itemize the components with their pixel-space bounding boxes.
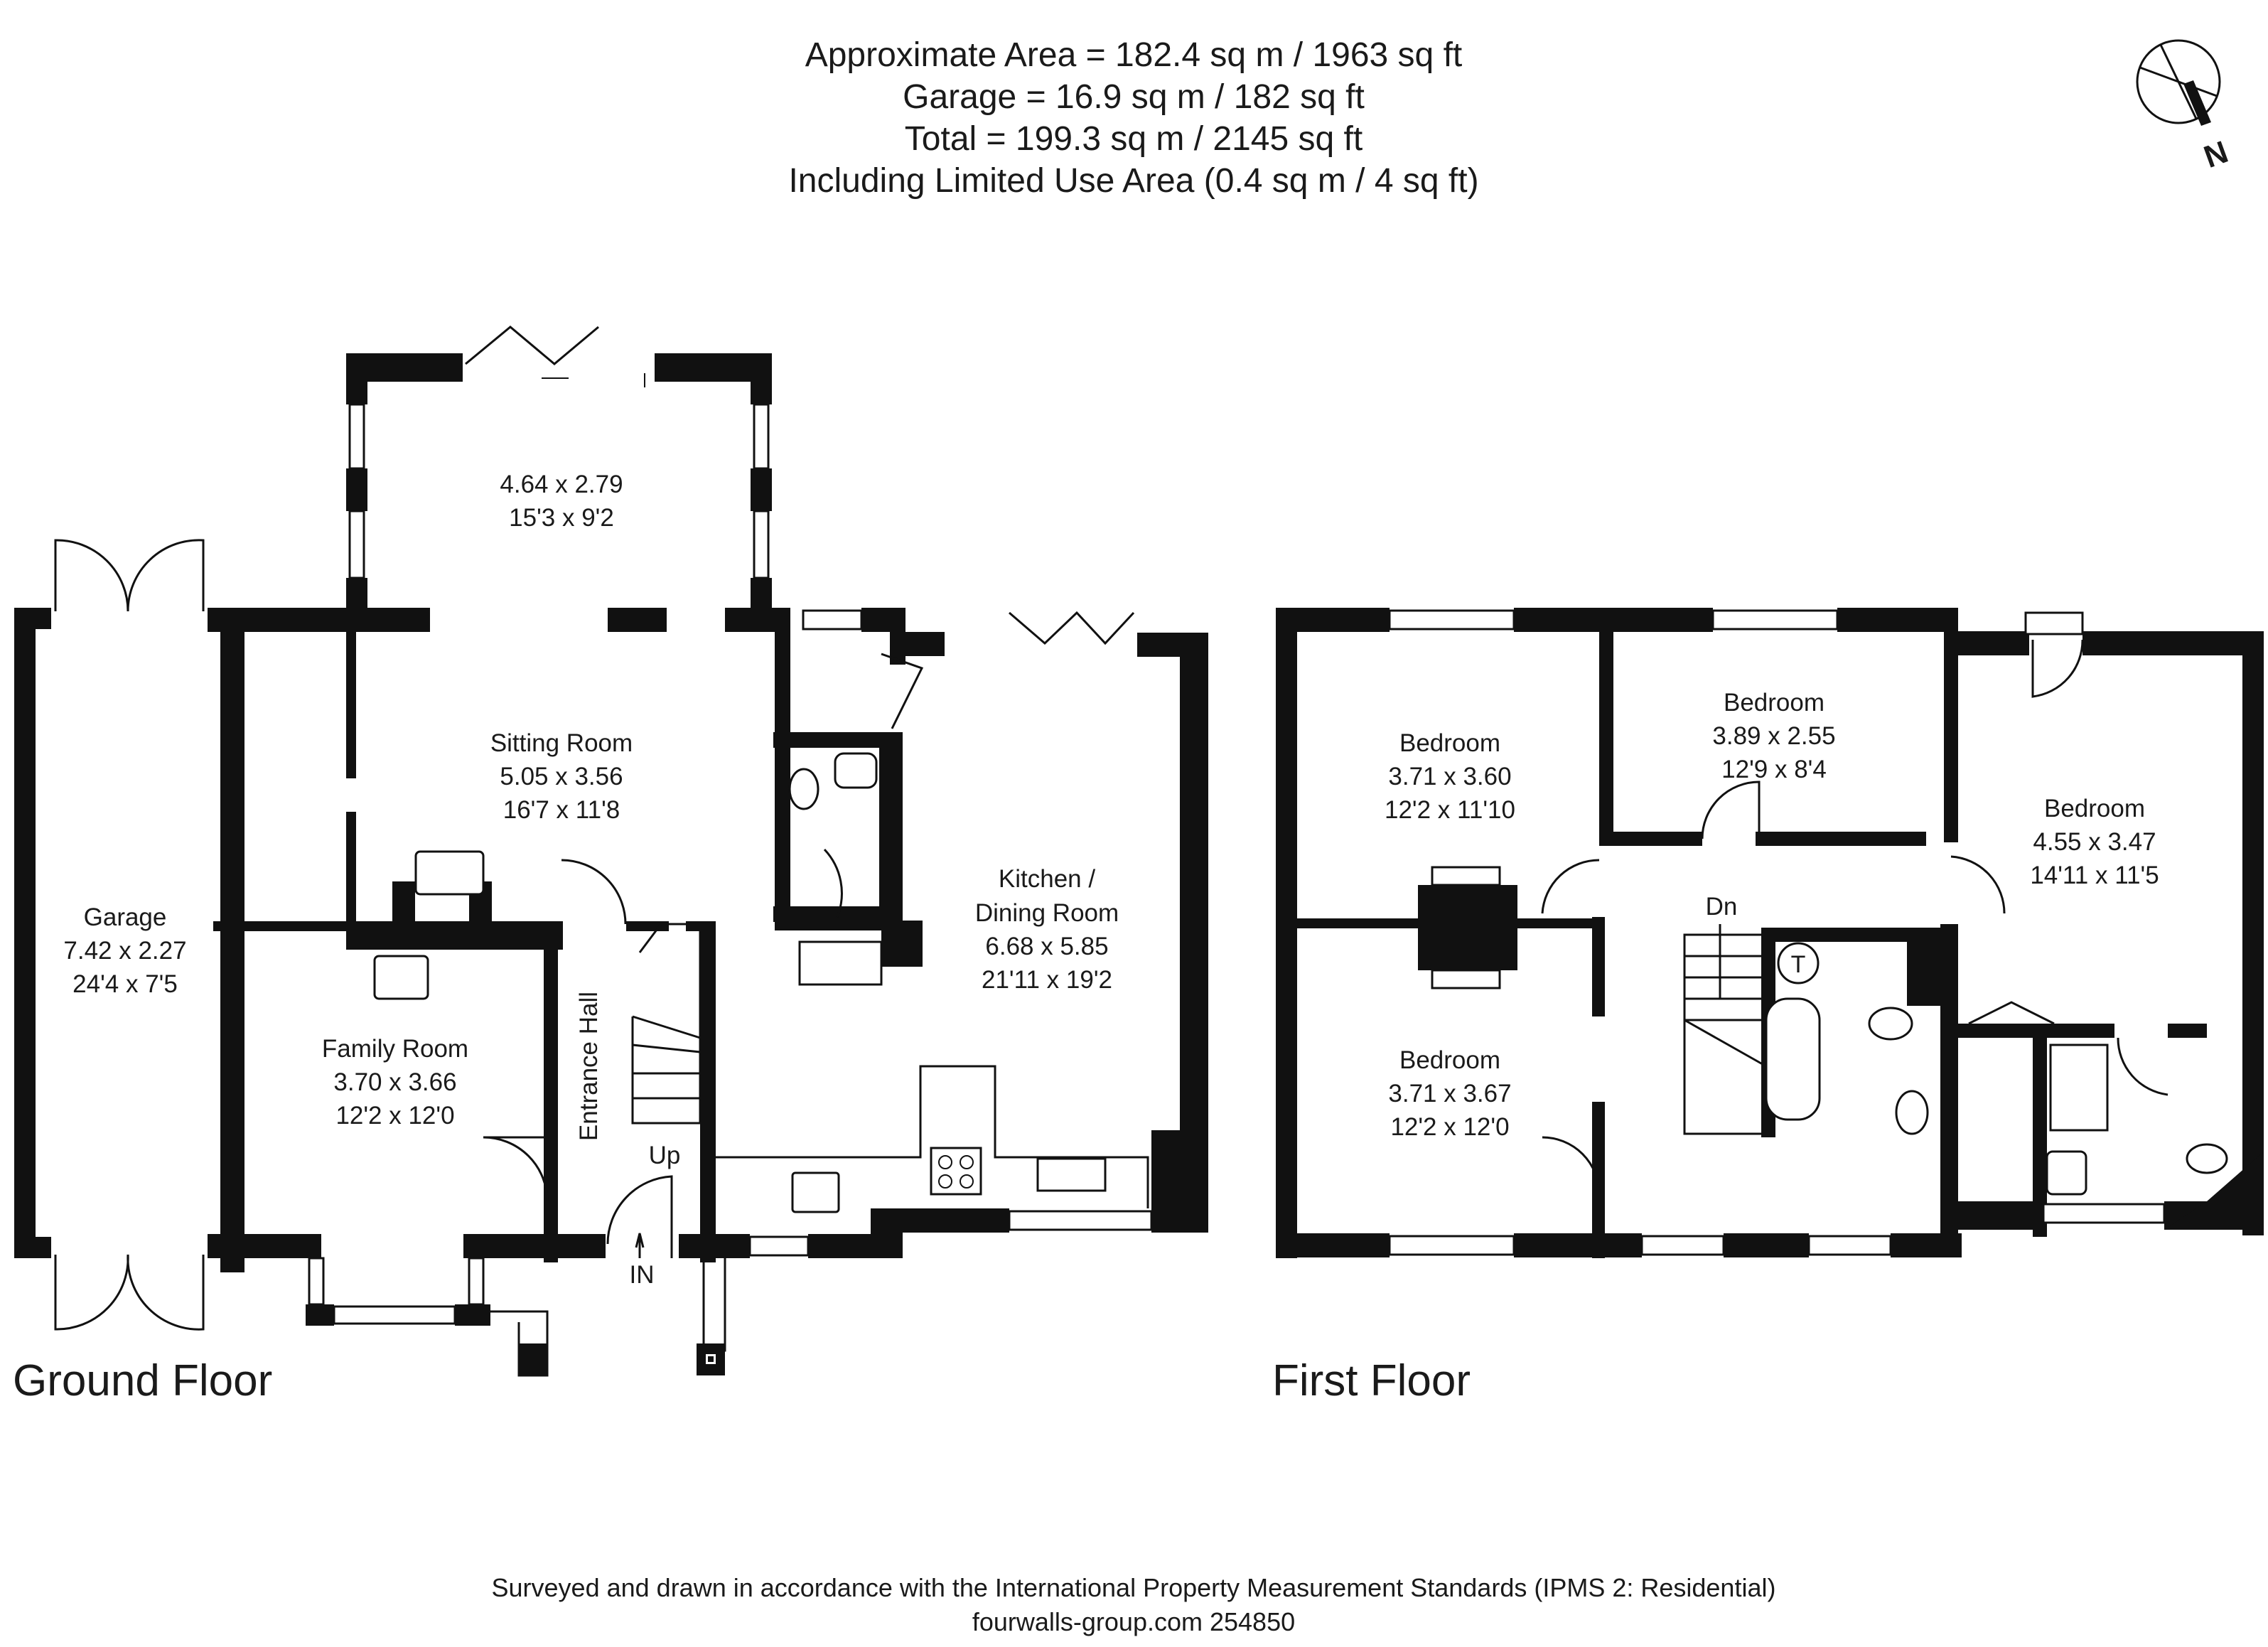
cloakroom [773,653,924,924]
stairs-up-label: Up [649,1142,681,1169]
garage-imperial: 24'4 x 7'5 [72,970,178,998]
first-floor-title: First Floor [1272,1356,1471,1405]
garage-name: Garage [84,903,167,931]
kitchen-metric: 6.68 x 5.85 [985,933,1108,960]
bedroom-2-metric: 3.89 x 2.55 [1712,722,1835,750]
bedroom-2-imperial: 12'9 x 8'4 [1721,756,1827,783]
sitting-room-metric: 5.05 x 3.56 [500,763,623,790]
ensuite [2046,1044,2228,1196]
family-room-imperial: 12'2 x 12'0 [335,1102,454,1130]
basin-icon [2046,1150,2087,1196]
conservatory-walls [346,326,772,608]
garage-label: Garage 7.42 x 2.27 24'4 x 7'5 [63,903,186,998]
footer-ipms-statement: Surveyed and drawn in accordance with th… [492,1573,1776,1602]
ground-floor-walls [208,608,1208,1272]
tank-label: T [1791,951,1806,978]
bedroom-1-metric: 3.71 x 3.60 [1388,763,1511,790]
bedroom-3-metric: 4.55 x 3.47 [2033,828,2156,856]
bathroom: T [1761,928,1932,1137]
bedroom-1-name: Bedroom [1399,729,1500,757]
sink-icon [791,1171,840,1213]
toilet-icon [1868,1007,1913,1041]
conservatory-label: 4.64 x 2.79 15'3 x 9'2 [500,471,623,532]
bedroom-1-imperial: 12'2 x 11'10 [1385,796,1515,824]
bedroom-1-label: Bedroom 3.71 x 3.60 12'2 x 11'10 [1385,729,1515,824]
entry-in-label: IN [630,1261,655,1289]
toilet-icon [2186,1143,2228,1174]
range-cooker-icon [798,940,883,986]
north-arrow-icon: N [2136,39,2233,175]
bath-icon [1765,997,1821,1121]
family-room-metric: 3.70 x 3.66 [333,1068,456,1096]
kitchen-name-line2: Dining Room [975,899,1119,927]
bedroom-3-imperial: 14'11 x 11'5 [2030,862,2159,889]
garage-metric: 7.42 x 2.27 [63,937,186,965]
bedroom-2-label: Bedroom 3.89 x 2.55 12'9 x 8'4 [1712,689,1835,783]
first-floor: T Bedroom 3.71 x 3.60 12'2 x 11'10 Bedro… [1272,608,2264,1405]
garage-area-text: Garage = 16.9 sq m / 182 sq ft [903,78,1365,116]
bedroom-3-label: Bedroom 4.55 x 3.47 14'11 x 11'5 [2030,795,2159,889]
stairs-down-label: Dn [1706,893,1738,921]
bedroom-4-name: Bedroom [1399,1046,1500,1074]
footer-website-reference: fourwalls-group.com 254850 [972,1607,1295,1636]
ground-floor: 4.64 x 2.79 15'3 x 9'2 Sitting Room 5.05… [13,326,1208,1405]
bedroom-3-name: Bedroom [2044,795,2145,822]
area-summary: Approximate Area = 182.4 sq m / 1963 sq … [788,36,1478,200]
fireplace-icon [373,850,485,1000]
kitchen-fittings [711,940,1149,1213]
basin-icon [1895,1090,1929,1135]
bedroom-4-metric: 3.71 x 3.67 [1388,1080,1511,1107]
ground-floor-title: Ground Floor [13,1356,272,1405]
family-room-name: Family Room [322,1035,468,1063]
bedroom-4-label: Bedroom 3.71 x 3.67 12'2 x 12'0 [1388,1046,1511,1141]
toilet-icon [788,768,819,810]
hob-icon [930,1147,982,1196]
sitting-room-name: Sitting Room [490,729,633,757]
sitting-room-label: Sitting Room 5.05 x 3.56 16'7 x 11'8 [490,729,633,824]
compass-north-label: N [2200,134,2233,175]
garage-walls [14,539,244,1331]
conservatory-metric: 4.64 x 2.79 [500,471,623,498]
stairs-down [1683,924,1768,1135]
tank-icon [1777,942,1820,985]
entrance-hall-name: Entrance Hall [575,992,603,1141]
entrance-porch [606,1175,726,1375]
sink-icon [1036,1157,1107,1192]
bedroom-4-imperial: 12'2 x 12'0 [1390,1113,1509,1141]
kitchen-imperial: 21'11 x 19'2 [982,966,1112,994]
total-area-text: Total = 199.3 sq m / 2145 sq ft [905,120,1363,158]
limited-use-area-text: Including Limited Use Area (0.4 sq m / 4… [788,162,1478,200]
first-floor-doors [1541,639,2168,1195]
approximate-area-text: Approximate Area = 182.4 sq m / 1963 sq … [805,36,1463,74]
basin-icon [834,752,878,789]
kitchen-name-line1: Kitchen / [999,865,1095,893]
sitting-room-imperial: 16'7 x 11'8 [503,796,620,824]
footer: Surveyed and drawn in accordance with th… [492,1573,1776,1636]
family-room-label: Family Room 3.70 x 3.66 12'2 x 12'0 [322,1035,468,1130]
kitchen-label: Kitchen / Dining Room 6.68 x 5.85 21'11 … [975,865,1119,994]
stairs-up [483,859,702,1202]
first-floor-walls [1276,608,2264,1258]
family-room-bay [306,1257,549,1377]
conservatory-imperial: 15'3 x 9'2 [509,504,614,532]
bedroom-2-name: Bedroom [1724,689,1824,717]
